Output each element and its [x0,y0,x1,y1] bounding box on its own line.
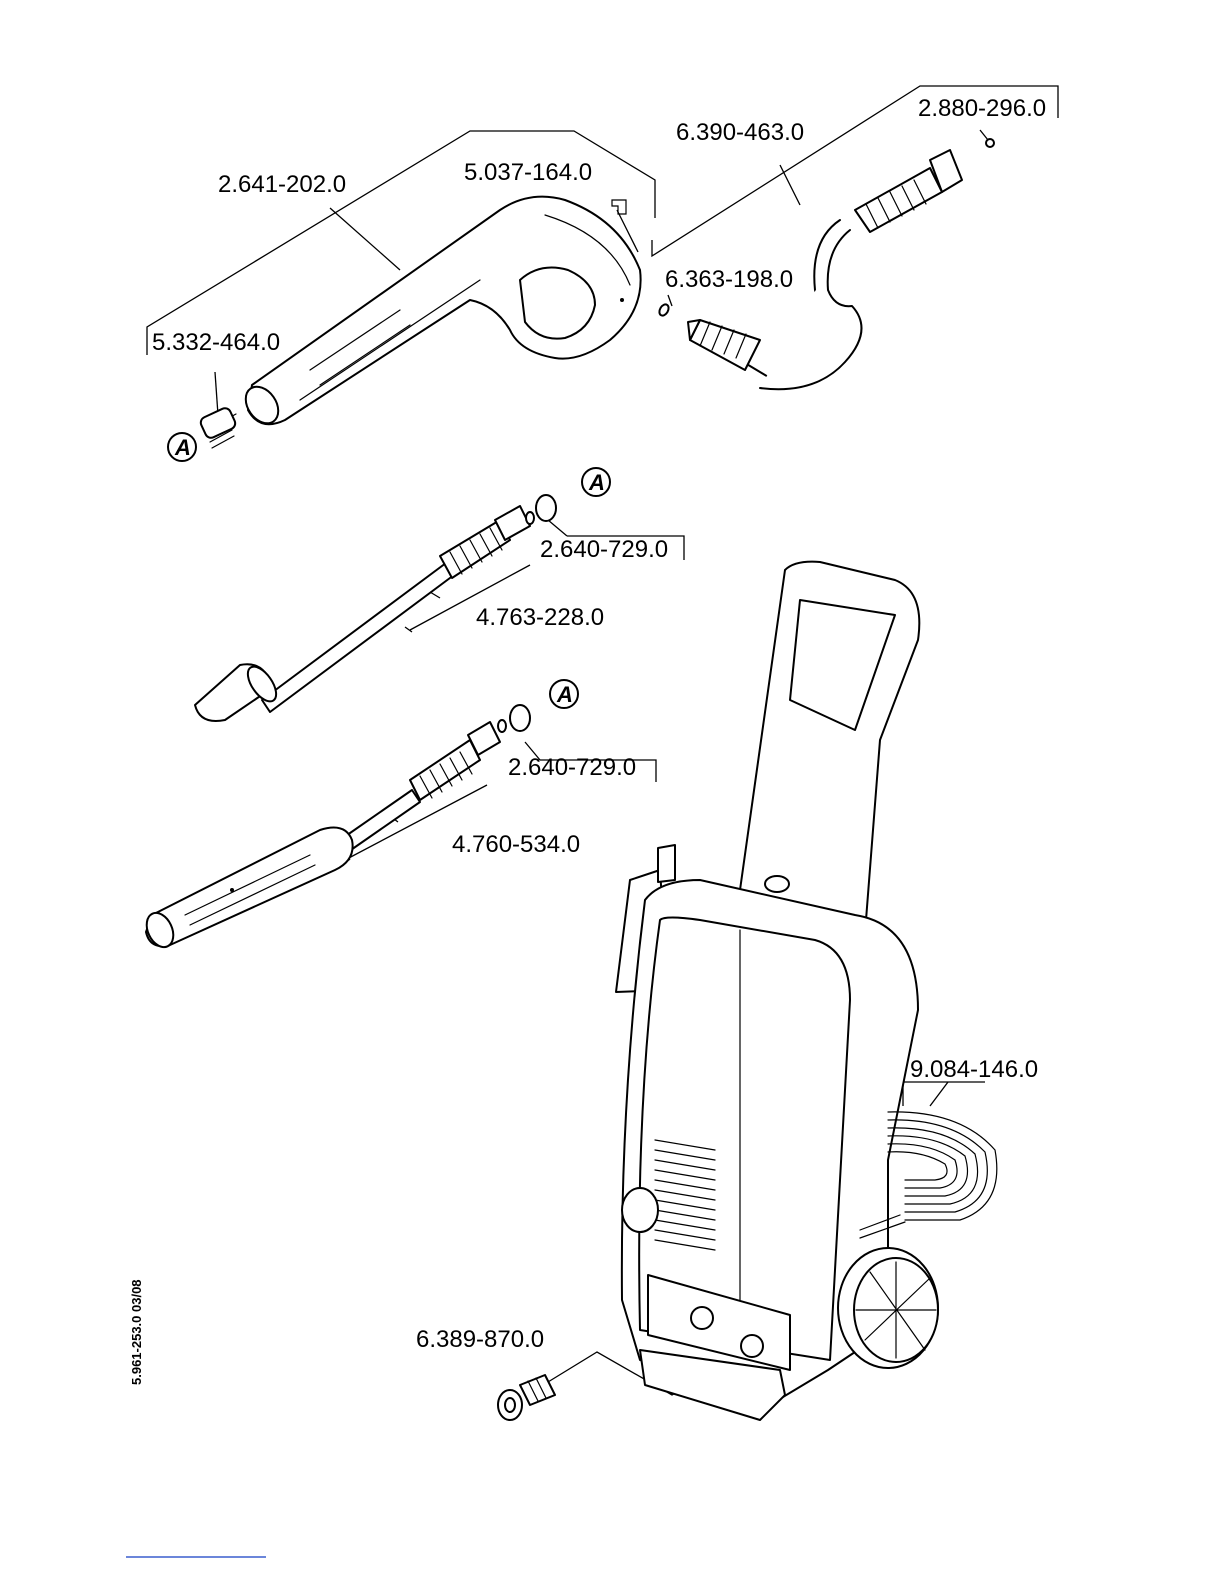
label-lance-1: 4.763-228.0 [476,604,604,631]
label-hose-oring: 6.363-198.0 [665,266,793,293]
label-trigger-gun: 2.641-202.0 [218,171,346,198]
wheel-drawing [838,1248,938,1368]
callout-a-1: A [174,435,191,460]
callout-a-3: A [556,682,573,707]
document-reference: 5.961-253.0 03/08 [129,1279,144,1385]
hose-drawing [658,139,994,389]
water-inlet-drawing [498,1375,555,1420]
label-water-inlet: 6.389-870.0 [416,1326,544,1353]
gun-spring-drawing [199,406,237,448]
label-hose-fitting: 2.880-296.0 [918,95,1046,122]
label-hose: 6.390-463.0 [676,119,804,146]
label-cord: 9.084-146.0 [910,1056,1038,1083]
callout-a-2: A [588,470,605,495]
callout-markers [168,433,610,708]
label-lance-1-nozzle-kit: 2.640-729.0 [540,536,668,563]
trigger-gun-drawing [239,197,641,430]
label-gun-spring: 5.332-464.0 [152,329,280,356]
label-lance-2: 4.760-534.0 [452,831,580,858]
lance-2-drawing [142,705,530,951]
label-gun-clip: 5.037-164.0 [464,159,592,186]
label-lance-2-nozzle-kit: 2.640-729.0 [508,754,636,781]
